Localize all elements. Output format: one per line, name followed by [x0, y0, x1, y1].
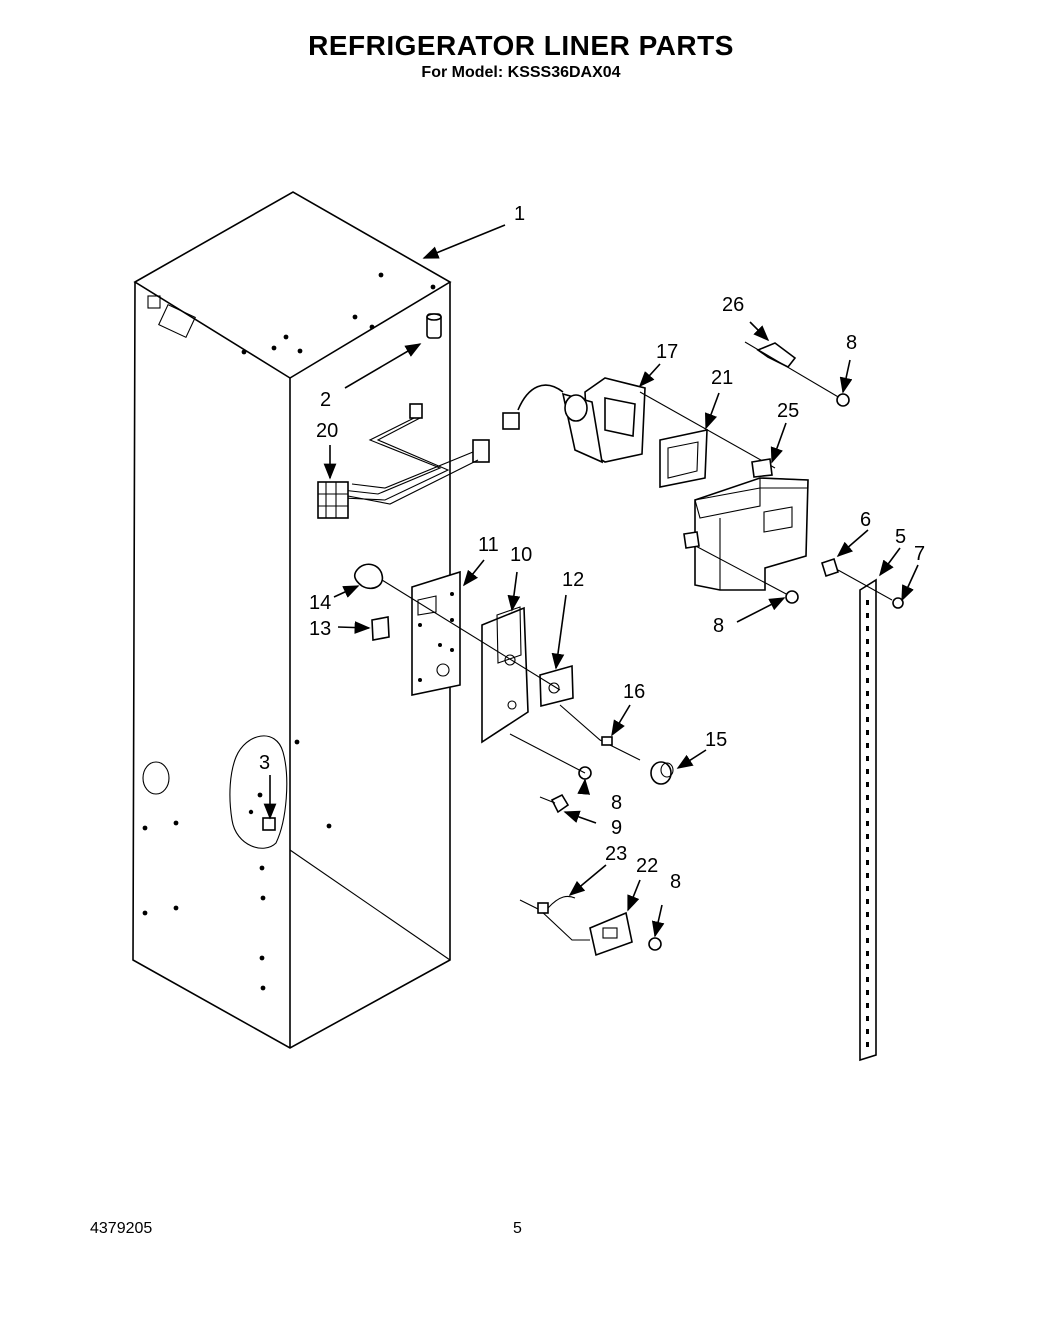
callout-11: 11 [478, 534, 499, 556]
rail-slot [866, 925, 869, 930]
callout-21: 21 [711, 367, 733, 389]
rail-slot [866, 717, 869, 722]
control-assembly [502, 377, 776, 469]
rail-slot [866, 626, 869, 631]
rail-slot [866, 743, 869, 748]
rail-slot [866, 1016, 869, 1021]
callout-9: 9 [611, 817, 622, 839]
rail-slot [866, 730, 869, 735]
rail-slot [866, 1029, 869, 1034]
page-number: 5 [513, 1220, 522, 1237]
callout-15: 15 [705, 729, 727, 751]
refrigerator-liner [132, 191, 452, 1049]
screws [578, 393, 850, 951]
rail-slot [866, 834, 869, 839]
rail-slot [866, 964, 869, 969]
shelf-rail [821, 557, 904, 1062]
callout-26: 26 [722, 294, 744, 316]
rail-slot [866, 639, 869, 644]
hinge-assembly [353, 563, 574, 744]
rail-slot [866, 847, 869, 852]
callout-14: 14 [309, 592, 331, 614]
document-number: 4379205 [90, 1220, 153, 1237]
rail-slot [866, 756, 869, 761]
callout-labels: 1 2 3 5 6 7 8 8 8 8 9 10 11 12 13 14 15 … [259, 203, 925, 893]
callout-23: 23 [605, 843, 627, 865]
callout-16: 16 [623, 681, 645, 703]
rail-slot [866, 990, 869, 995]
rail-slot [866, 652, 869, 657]
rail-slot [866, 704, 869, 709]
rail-slot [866, 860, 869, 865]
rail-slot [866, 821, 869, 826]
light-assembly [519, 895, 633, 957]
callout-17: 17 [656, 341, 678, 363]
rail-slot [866, 613, 869, 618]
rail-slot [866, 691, 869, 696]
rail-slot [866, 769, 869, 774]
rail-slot [866, 795, 869, 800]
model-subtitle: For Model: KSSS36DAX04 [421, 64, 621, 81]
callout-8-housing: 8 [713, 615, 724, 637]
clip [744, 341, 841, 399]
callout-22: 22 [636, 855, 658, 877]
callout-6: 6 [860, 509, 871, 531]
callout-25: 25 [777, 400, 799, 422]
gasket [659, 429, 708, 488]
callout-2: 2 [320, 389, 331, 411]
callout-7: 7 [914, 543, 925, 565]
callout-8-hinge: 8 [611, 792, 622, 814]
small-parts [509, 704, 674, 814]
callout-1: 1 [514, 203, 525, 225]
rail-slot [866, 600, 869, 605]
callout-12: 12 [562, 569, 584, 591]
rail-slot [866, 886, 869, 891]
rail-slot [866, 899, 869, 904]
callout-10: 10 [510, 544, 532, 566]
rail-slot [866, 912, 869, 917]
housing [683, 458, 809, 597]
rail-slot [866, 665, 869, 670]
wire-harness [317, 403, 490, 519]
rail-slot [866, 1042, 869, 1047]
callout-8-light: 8 [670, 871, 681, 893]
rail-slot [866, 977, 869, 982]
rail-slot [866, 782, 869, 787]
rail-slot [866, 678, 869, 683]
callout-8-top: 8 [846, 332, 857, 354]
page-title: REFRIGERATOR LINER PARTS [308, 30, 734, 61]
callout-20: 20 [316, 420, 338, 442]
rail-slot [866, 951, 869, 956]
leader-arrows [263, 224, 919, 938]
rail-slot [866, 808, 869, 813]
rail-slot [866, 1003, 869, 1008]
callout-5: 5 [895, 526, 906, 548]
rail-slot [866, 873, 869, 878]
callout-3: 3 [259, 752, 270, 774]
callout-13: 13 [309, 618, 331, 640]
rail-slot [866, 938, 869, 943]
